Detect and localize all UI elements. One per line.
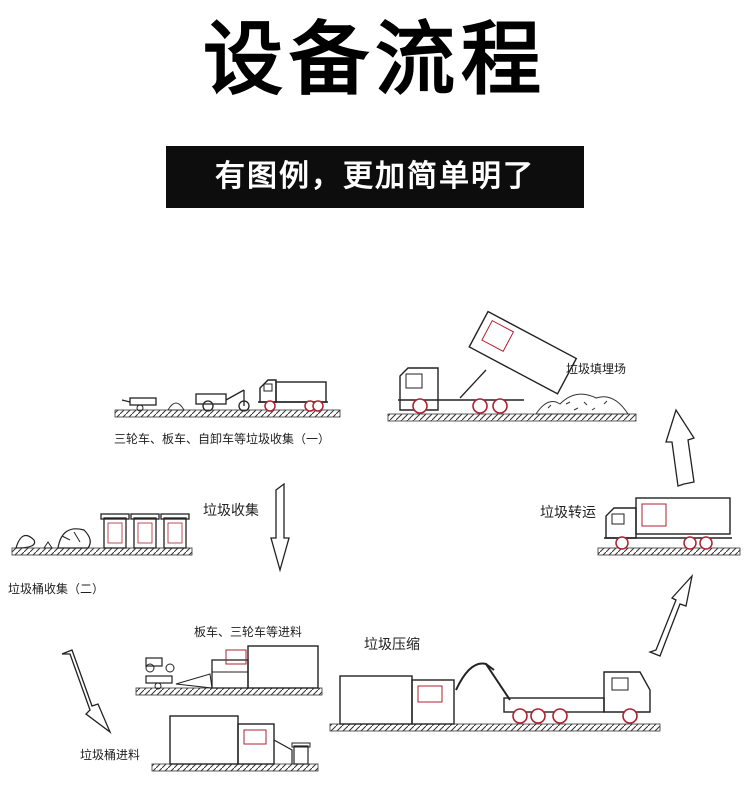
trash-bin-icon [100,513,130,549]
compactor-unit-icon [169,715,293,765]
down-arrow-icon [270,482,290,573]
label-bin-feed: 垃圾桶进料 [80,748,141,762]
page-title: 设备流程 [203,13,547,106]
scene-carts-collection [114,379,341,418]
hand-cart-icon [121,397,157,412]
trash-bin-icon [291,742,311,765]
trash-bin-icon [130,513,160,549]
waste-heap-icon [535,393,629,415]
trash-bin-icon [160,513,190,549]
compactor-container-icon [339,675,455,725]
up-arrow-icon [665,408,695,487]
up-right-arrow-icon [648,573,694,657]
label-landfill: 垃圾填埋场 [566,362,627,376]
scene-cart-feed [135,645,323,696]
transfer-truck-icon [604,497,732,550]
label-compress: 垃圾压缩 [364,637,420,653]
down-right-arrow-icon [61,649,112,734]
label-transfer: 垃圾转运 [540,505,596,521]
garbage-bag-icon [15,528,91,549]
trash-pile-icon [167,402,185,411]
tricycle-icon [145,657,175,673]
label-collect: 垃圾收集 [203,503,259,519]
subtitle-banner: 有图例，更加简单明了 [166,146,584,208]
scene-transfer [597,497,741,556]
hook-lift-truck-icon [503,671,651,724]
dumping-truck-icon [398,310,578,414]
scene-bin-feed [151,715,319,772]
hook-lift-arm-icon [455,662,511,701]
label-feed-carts: 板车、三轮车等进料 [194,625,303,639]
scene-compression [329,662,661,732]
compactor-unit-icon [211,645,319,689]
scene-landfill [387,310,637,422]
feed-ramp-icon [175,673,213,689]
hand-cart-icon [145,675,173,690]
tricycle-icon [195,389,250,412]
label-collect-two: 垃圾桶收集（二） [8,582,105,596]
scene-bin-collection [11,513,193,556]
dump-truck-icon [258,379,328,412]
label-collect-one: 三轮车、板车、自卸车等垃圾收集（一） [114,432,331,446]
